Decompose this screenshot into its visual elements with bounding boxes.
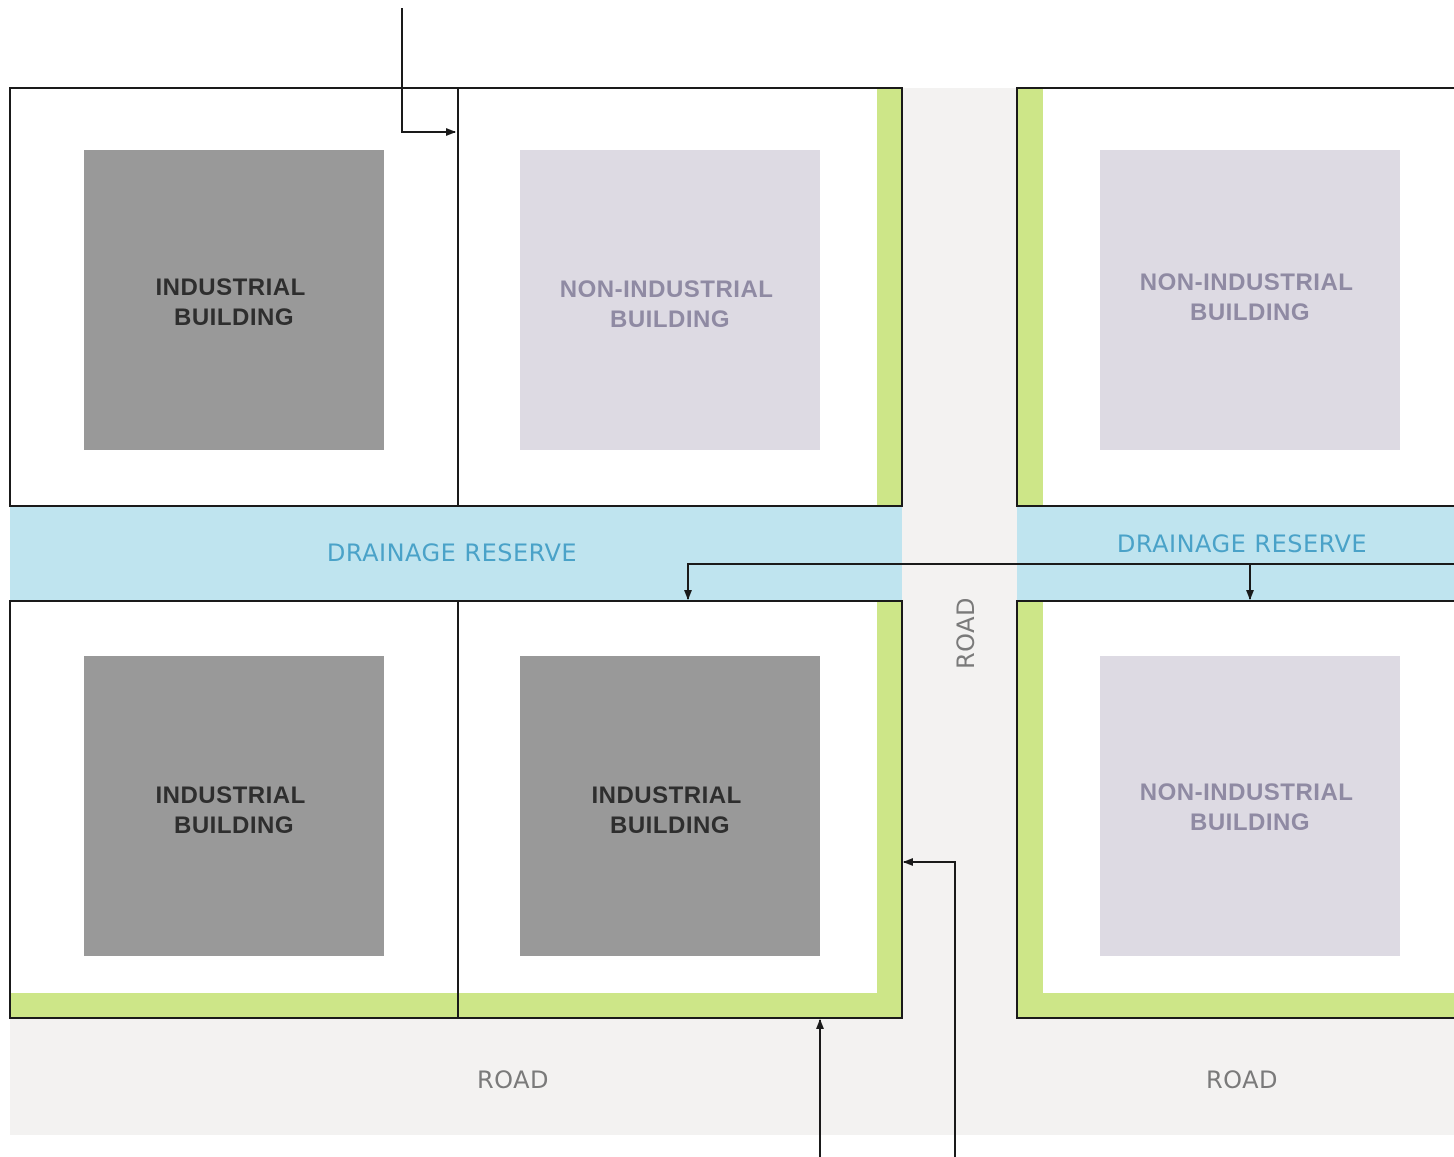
industrial-building-bottom-left	[84, 656, 384, 956]
lot-outlines-left	[9, 87, 903, 1019]
building-label-top-middle: NON-INDUSTRIAL BUILDING	[560, 276, 780, 333]
building-label-bottom-left: INDUSTRIAL BUILDING	[155, 782, 312, 839]
green-buffer-right-block-top	[1017, 88, 1043, 506]
callout-arrow-drainage-left	[684, 563, 1454, 600]
non-industrial-building-top-right	[1100, 150, 1400, 450]
non-industrial-building-bottom-right	[1100, 656, 1400, 956]
drainage-reserve-right	[1017, 506, 1454, 601]
drainage-reserve-label-left: DRAINAGE RESERVE	[327, 539, 577, 567]
drainage-reserve-label-right: DRAINAGE RESERVE	[1117, 530, 1367, 558]
callout-arrow-lot-boundary	[401, 8, 456, 136]
building-label-bottom-middle: INDUSTRIAL BUILDING	[591, 782, 748, 839]
lot-outlines-right	[1016, 87, 1454, 1019]
road-label-vertical: ROAD	[952, 597, 980, 669]
road-label-bottom-left: ROAD	[477, 1066, 549, 1094]
green-buffer-right-block-bottom	[1017, 601, 1043, 1018]
green-buffer-bottom	[10, 993, 902, 1018]
building-label-bottom-right: NON-INDUSTRIAL BUILDING	[1140, 779, 1360, 836]
industrial-building-bottom-middle	[520, 656, 820, 956]
road-bottom-area	[10, 1018, 1454, 1135]
callout-arrow-side-buffer	[903, 858, 956, 1157]
building-label-top-right: NON-INDUSTRIAL BUILDING	[1140, 269, 1360, 326]
building-label-top-left: INDUSTRIAL BUILDING	[155, 274, 312, 331]
drainage-reserve-left	[10, 506, 902, 601]
road-label-bottom-right: ROAD	[1206, 1066, 1278, 1094]
green-buffer-right-block-base	[1017, 993, 1454, 1018]
road-vertical-area	[902, 88, 1017, 1135]
green-buffer-top-right	[877, 88, 902, 506]
green-buffer-bottom-right	[877, 601, 902, 1018]
industrial-building-top-left	[84, 150, 384, 450]
non-industrial-building-top-middle	[520, 150, 820, 450]
